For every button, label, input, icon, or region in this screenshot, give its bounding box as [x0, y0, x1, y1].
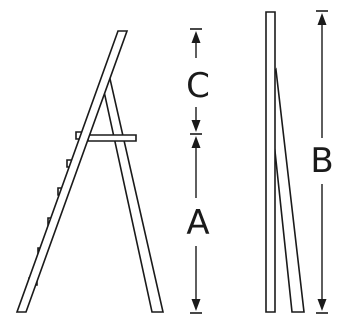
ladder-side-view — [265, 11, 305, 313]
arrow-down-icon — [191, 120, 201, 132]
ladder-platform-bar — [87, 134, 137, 142]
dimension-a: A — [186, 136, 210, 314]
ladder-rear-leg — [101, 67, 165, 313]
ladder-side-front-rail — [265, 11, 276, 313]
dimension-label-a: A — [186, 203, 209, 243]
dimension-label-b: B — [310, 141, 333, 181]
dimension-c: C — [186, 28, 210, 135]
arrow-up-icon — [317, 13, 327, 25]
arrow-up-icon — [191, 31, 201, 43]
arrow-down-icon — [191, 299, 201, 311]
dimension-label-c: C — [186, 66, 210, 106]
dimension-b: B — [310, 10, 334, 314]
ladder-front-view — [15, 30, 165, 313]
arrow-down-icon — [317, 299, 327, 311]
arrow-up-icon — [191, 136, 201, 148]
ladder-front-rail — [15, 30, 129, 313]
